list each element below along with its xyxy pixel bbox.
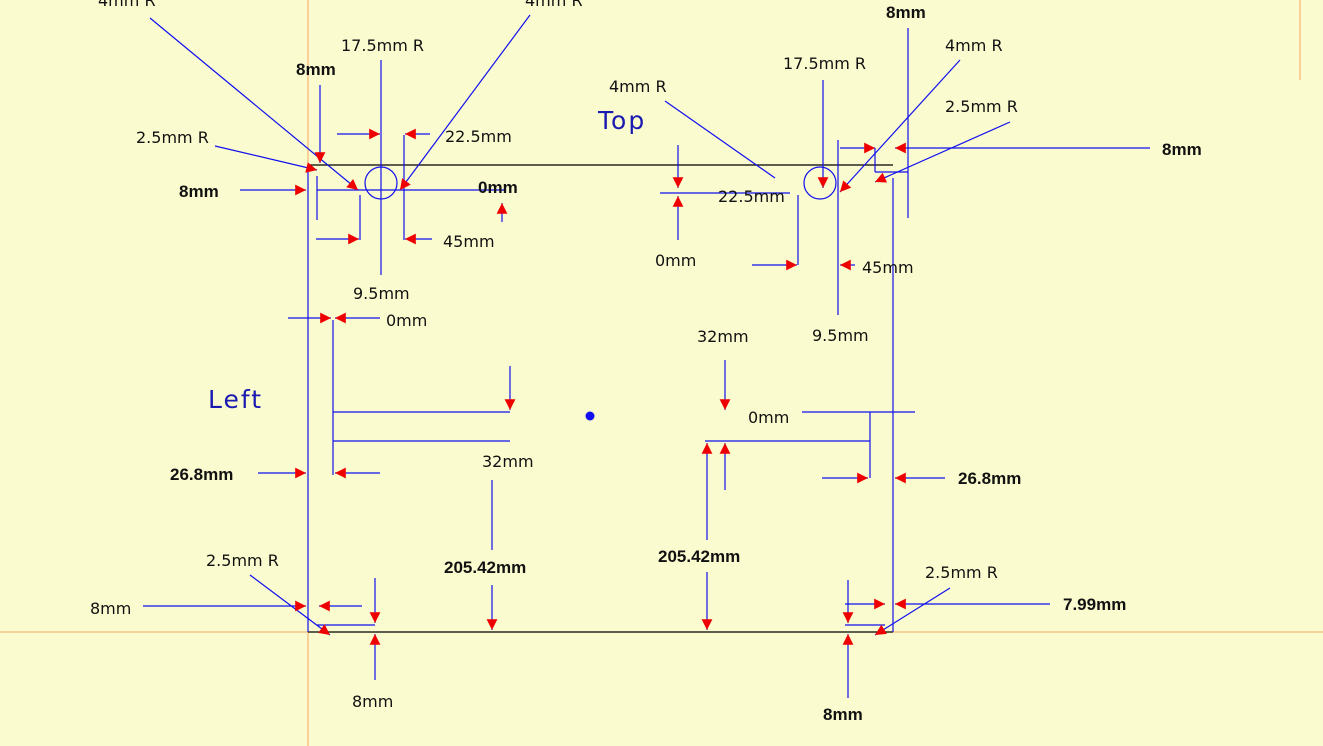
dim-label: 26.8mm (958, 469, 1021, 488)
dim-label: 32mm (482, 452, 534, 471)
dim-label: 26.8mm (170, 465, 233, 484)
dim-label: 0mm (655, 251, 696, 270)
dimension-labels: 4mm R 4mm R 17.5mm R 8mm 2.5mm R 22.5mm … (90, 0, 1202, 724)
dim-label: 2.5mm R (925, 563, 998, 582)
hole-right (803, 166, 837, 200)
dim-label: 205.42mm (444, 558, 526, 577)
view-label-left: Left (208, 385, 263, 414)
dim-label: 7.99mm (1063, 595, 1126, 614)
dim-label: 17.5mm R (783, 54, 866, 73)
dim-label: 4mm R (525, 0, 583, 10)
dim-label: 22.5mm (718, 187, 785, 206)
dim-label: 45mm (443, 232, 495, 251)
dim-label: 2.5mm R (945, 97, 1018, 116)
dim-label: 17.5mm R (341, 36, 424, 55)
view-label-top: Top (597, 106, 646, 135)
dim-label: 9.5mm (812, 326, 869, 345)
dim-label: 32mm (697, 327, 749, 346)
part-outline[interactable] (307, 28, 915, 633)
dim-label: 8mm (823, 705, 863, 724)
dim-label: 8mm (296, 60, 336, 79)
dim-label: 8mm (1162, 140, 1202, 159)
dim-label: 8mm (179, 182, 219, 201)
center-point (585, 411, 595, 421)
dim-label: 2.5mm R (136, 128, 209, 147)
dim-label: 8mm (886, 3, 926, 22)
hole-left (364, 166, 398, 200)
dim-label: 0mm (748, 408, 789, 427)
dimension-lines (143, 14, 1150, 698)
dim-label: 4mm R (609, 77, 667, 96)
dim-label: 4mm R (945, 36, 1003, 55)
dim-label: 8mm (352, 692, 393, 711)
dim-label: 22.5mm (445, 127, 512, 146)
dim-label: 4mm R (98, 0, 156, 10)
dim-label: 8mm (90, 599, 131, 618)
dim-label: 205.42mm (658, 547, 740, 566)
dim-label: 0mm (478, 178, 518, 197)
dim-label: 45mm (862, 258, 914, 277)
dim-label: 2.5mm R (206, 551, 279, 570)
dim-label: 9.5mm (353, 284, 410, 303)
dim-label: 0mm (386, 311, 427, 330)
